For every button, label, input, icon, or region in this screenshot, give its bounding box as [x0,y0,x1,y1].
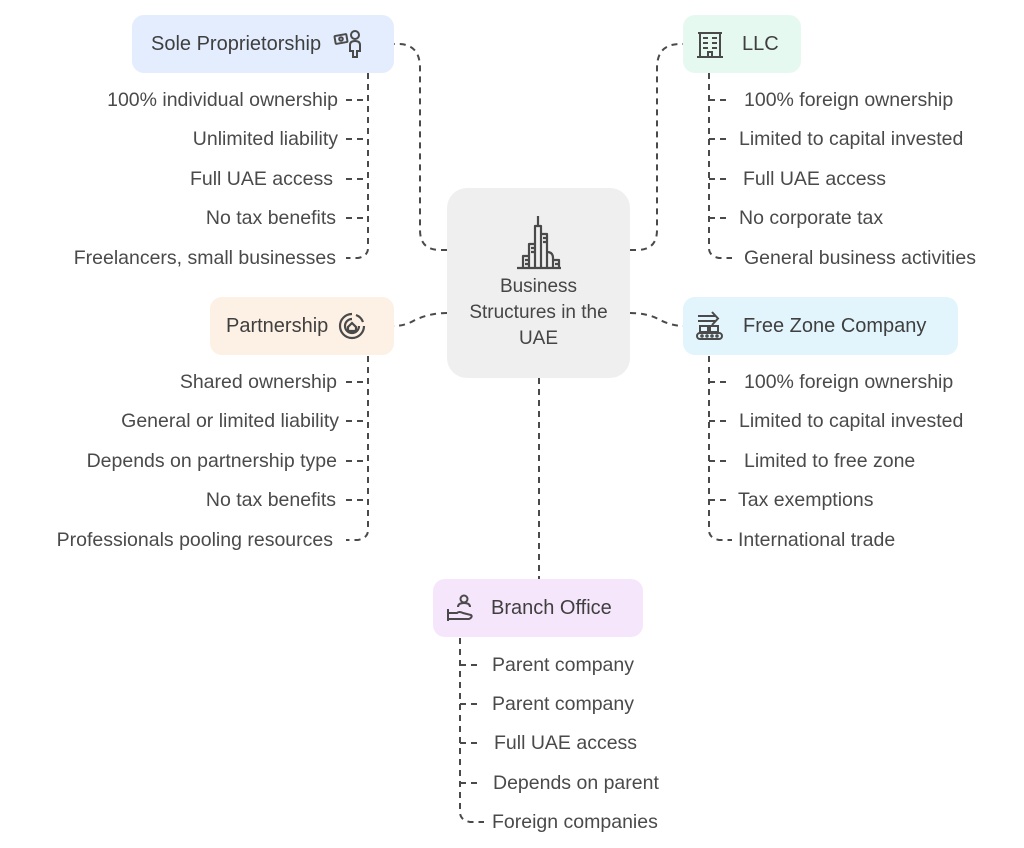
leaf-item: Unlimited liability [192,128,338,150]
connector-center-sole-proprietorship [393,43,447,251]
leaf-item: 100% foreign ownership [744,89,954,111]
leaf-item: Parent company [492,693,634,715]
center-node[interactable]: Business Structures in the UAE [447,188,630,378]
leaf-item: General or limited liability [121,410,339,432]
connector-center-free-zone [629,312,685,327]
branch-label: Sole Proprietorship [151,32,322,55]
leaf-rail-partnership [346,356,369,541]
leaf-item: Tax exemptions [738,489,874,511]
person-with-money-icon [333,29,363,59]
leaf-item: Limited to free zone [744,450,916,472]
branch-node-branch-office[interactable]: Branch Office [433,579,643,637]
leaf-item: No tax benefits [205,489,336,511]
leaf-item: Freelancers, small businesses [73,247,336,269]
branch-node-partnership[interactable]: Partnership [210,297,394,355]
leaf-item: 100% foreign ownership [744,371,954,393]
leaf-item: Shared ownership [179,371,337,393]
leaf-item: Professionals pooling resources [56,529,333,551]
branch-node-llc[interactable]: LLC [683,15,801,73]
leaf-item: Parent company [492,654,634,676]
conveyor-export-icon [695,311,725,341]
leaf-item: Full UAE access [189,168,333,190]
connector-center-llc [630,43,684,251]
leaf-item: No tax benefits [205,207,336,229]
leaf-item: Full UAE access [494,732,638,754]
leaf-item: Foreign companies [492,811,658,833]
leaf-item: 100% individual ownership [107,89,338,111]
leaf-item: Limited to capital invested [739,128,964,150]
skyscrapers-icon [515,214,563,270]
branch-label: Partnership [226,314,329,337]
leaf-item: International trade [738,529,896,551]
shared-home-icon [337,311,367,341]
branch-node-free-zone-company[interactable]: Free Zone Company [683,297,958,355]
hand-person-icon [445,593,475,623]
leaf-item: Full UAE access [743,168,887,190]
leaf-item: Depends on partnership type [86,450,337,472]
leaf-rail-llc [708,73,732,259]
leaf-rail-free-zone [708,356,732,541]
leaf-item: Limited to capital invested [739,410,964,432]
branch-label: Free Zone Company [743,314,927,337]
leaf-item: General business activities [744,247,976,269]
center-title: Business Structures in the UAE [469,276,608,349]
branch-node-sole-proprietorship[interactable]: Sole Proprietorship [132,15,394,73]
office-building-icon [695,29,725,59]
connector-center-partnership [393,312,448,327]
leaf-rail-branch-office [459,638,484,823]
leaf-rail-sole-proprietorship [346,73,369,259]
branch-label: LLC [742,32,779,55]
leaf-item: No corporate tax [739,207,884,229]
leaf-item: Depends on parent [493,772,659,794]
branch-label: Branch Office [491,596,612,619]
